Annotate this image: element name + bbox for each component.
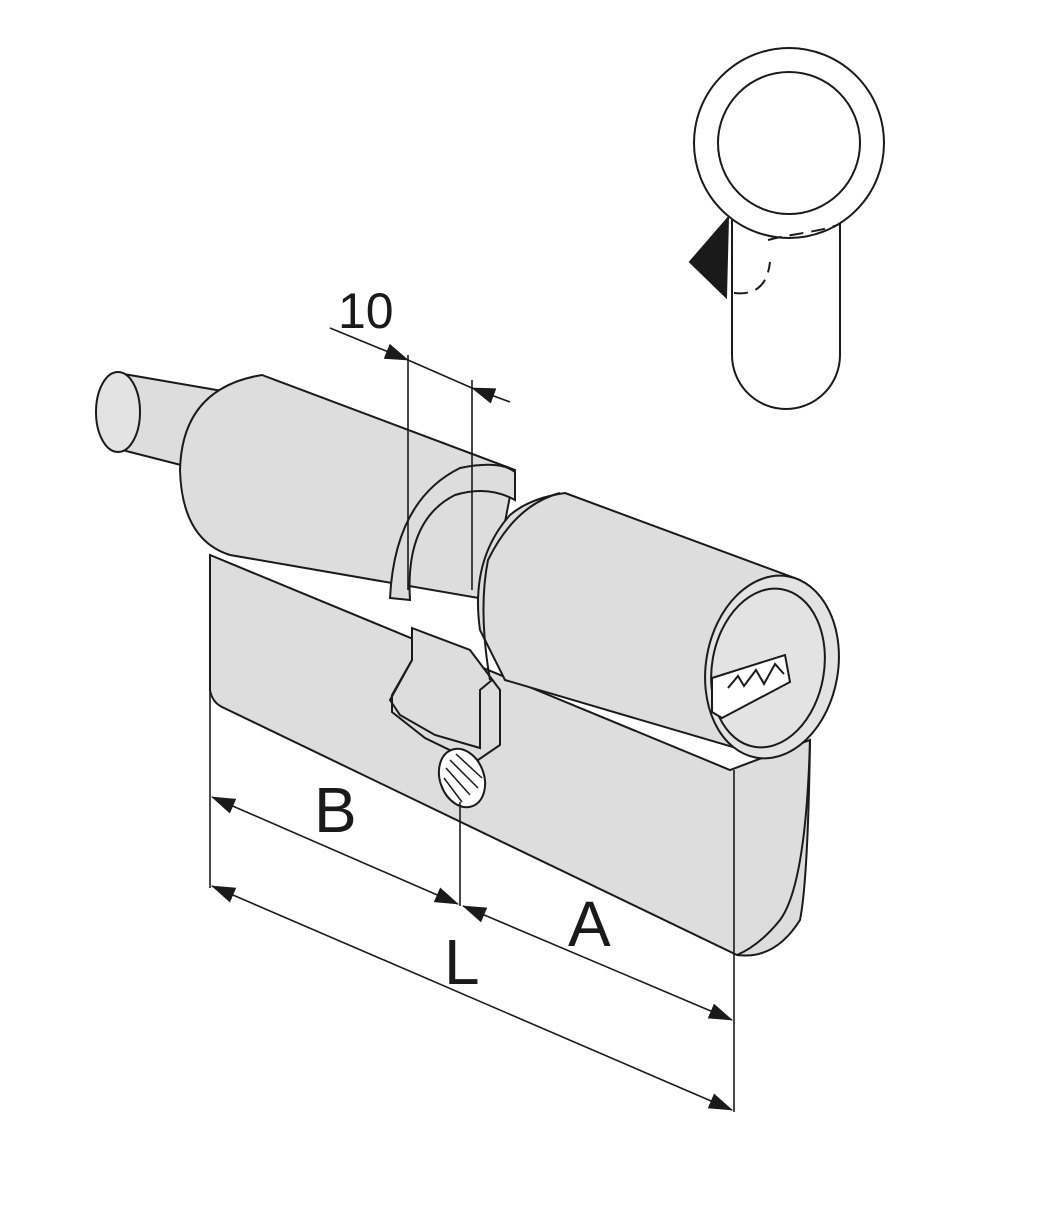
dim-line-spacing [329,327,409,361]
profile-body [209,553,812,957]
screw-thread [443,753,483,803]
right-cylinder-ring [482,492,561,681]
dim-line-l [211,885,733,1111]
center-ring [388,463,516,602]
label-l: L [444,926,480,998]
thumb-shaft-end [95,371,141,453]
profile-inner-ring [717,71,861,215]
profile-outline [731,213,841,410]
profile-end-view-icon [688,47,885,410]
dim-line-spacing-mid [407,359,473,389]
label-b: B [314,774,357,846]
label-spacing: 10 [338,283,394,339]
left-cylinder [178,373,517,602]
fixing-screw-hole [437,747,487,809]
body-right-end [736,739,811,956]
cam-icon [688,215,730,300]
keyway-icon [711,653,792,720]
cylinder-body [95,371,840,957]
dimension-lines [209,327,735,1112]
dim-line-spacing-right [471,387,511,404]
profile-hidden-edge [733,223,841,295]
label-a: A [568,888,611,960]
dimension-labels: 10 B A L [314,283,611,998]
cam-housing-detail [388,659,493,750]
